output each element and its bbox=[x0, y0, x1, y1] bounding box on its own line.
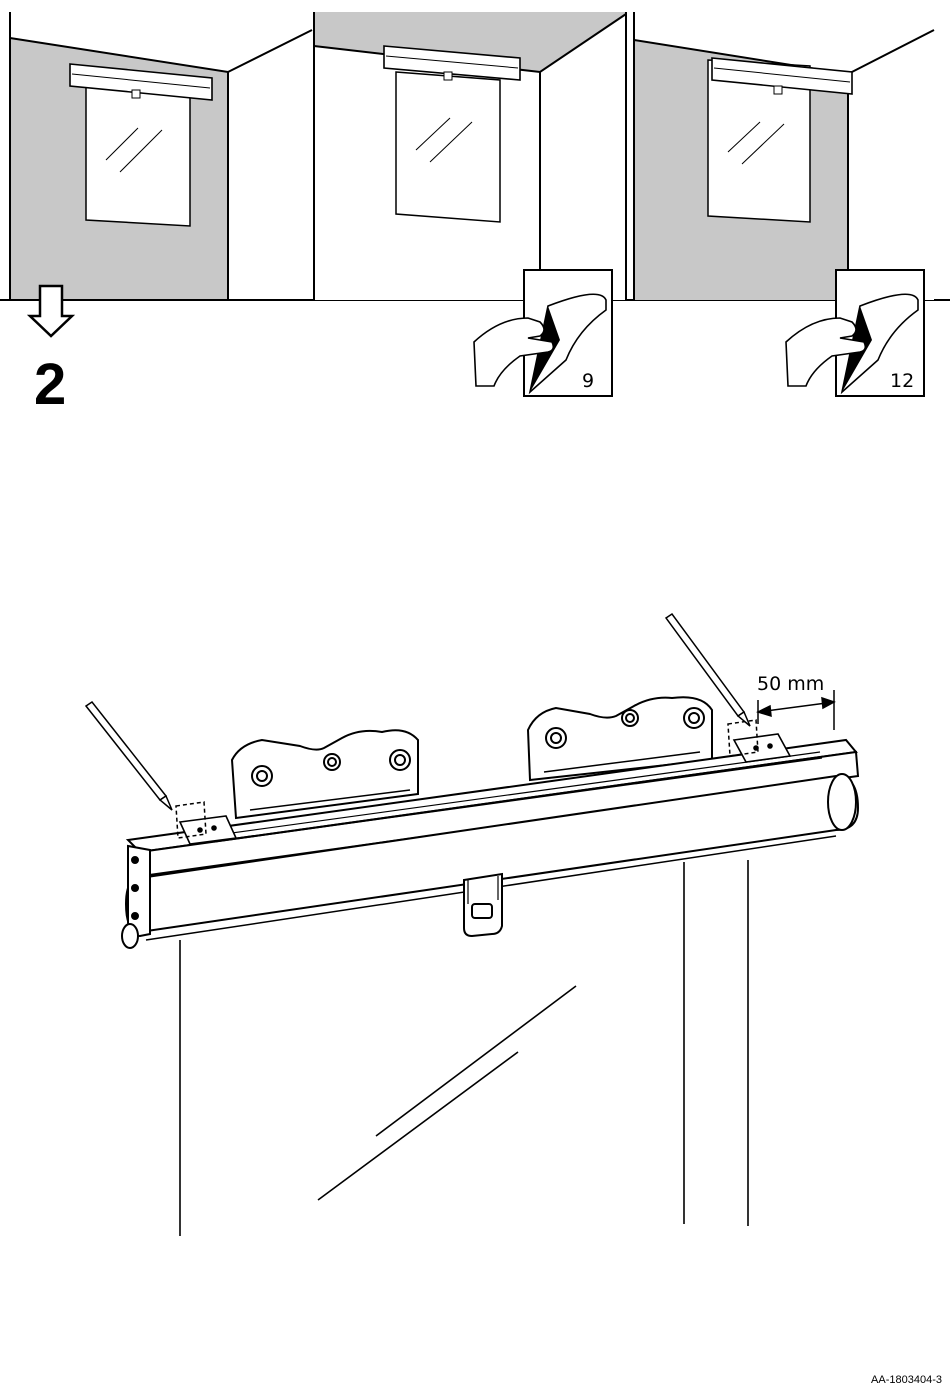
pull-handle bbox=[464, 874, 502, 936]
dimension-arrow bbox=[758, 690, 834, 730]
pencil-icon bbox=[86, 702, 172, 810]
document-code: AA-1803404-3 bbox=[871, 1375, 942, 1386]
dimension-label: 50 mm bbox=[757, 675, 824, 694]
